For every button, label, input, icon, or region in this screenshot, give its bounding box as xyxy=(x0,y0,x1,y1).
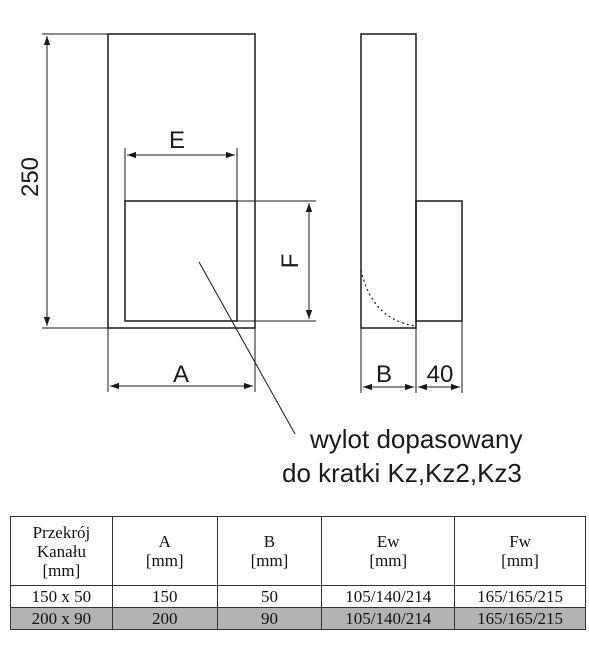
table-header-row: Przekrój Kanału [mm] A [mm] B [mm] Ew [m… xyxy=(10,516,586,586)
header-line: Fw xyxy=(509,532,531,551)
table-row: 150 x 50 150 50 105/140/214 165/165/215 xyxy=(10,585,586,608)
front-view-outline xyxy=(107,33,256,329)
header-b: B [mm] xyxy=(216,516,323,586)
header-line: [mm] xyxy=(42,560,81,580)
header-line: [mm] xyxy=(145,551,184,570)
header-line: [mm] xyxy=(369,551,408,570)
table-cell: 50 xyxy=(216,585,323,608)
header-a: A [mm] xyxy=(111,516,218,586)
header-line: Ew xyxy=(376,532,400,551)
spec-table: Przekrój Kanału [mm] A [mm] B [mm] Ew [m… xyxy=(10,516,586,630)
table-cell: 165/165/215 xyxy=(454,607,586,630)
header-line: A xyxy=(158,532,171,551)
outlet-opening xyxy=(124,200,238,322)
note-line-1: wylot dopasowany xyxy=(309,424,522,454)
header-line: Przekrój xyxy=(32,522,91,542)
note-line-2: do kratki Kz,Kz2,Kz3 xyxy=(282,458,522,488)
table-cell: 200 xyxy=(111,607,218,630)
table-cell: 90 xyxy=(216,607,323,630)
side-view-outlet xyxy=(415,200,463,322)
table-cell: 105/140/214 xyxy=(321,607,456,630)
side-view-curve xyxy=(360,269,417,327)
header-line: Kanału xyxy=(36,541,86,561)
table-cell: 200 x 90 xyxy=(10,607,113,630)
header-fw: Fw [mm] xyxy=(454,516,586,586)
table-row: 200 x 90 200 90 105/140/214 165/165/215 xyxy=(10,607,586,630)
table-cell: 150 xyxy=(111,585,218,608)
dim-b-label: B xyxy=(376,361,392,388)
dim-40-label: 40 xyxy=(427,361,454,388)
dim-e-label: E xyxy=(169,127,185,154)
header-line: [mm] xyxy=(501,551,539,570)
table-cell: 165/165/215 xyxy=(454,585,586,608)
dim-a-label: A xyxy=(173,361,189,388)
table-cell: 150 x 50 xyxy=(10,585,113,608)
technical-drawing: 250 E F A B 40 wylot dopasowany do kratk… xyxy=(17,33,522,488)
header-line: B xyxy=(263,532,276,551)
table-cell: 105/140/214 xyxy=(321,585,456,608)
dim-f-label: F xyxy=(277,254,304,269)
side-view-body xyxy=(360,33,417,329)
leader-line xyxy=(198,261,296,435)
header-cross-section: Przekrój Kanału [mm] xyxy=(10,516,113,586)
header-line: [mm] xyxy=(250,551,289,570)
header-ew: Ew [mm] xyxy=(321,516,456,586)
dim-250-label: 250 xyxy=(17,157,44,197)
